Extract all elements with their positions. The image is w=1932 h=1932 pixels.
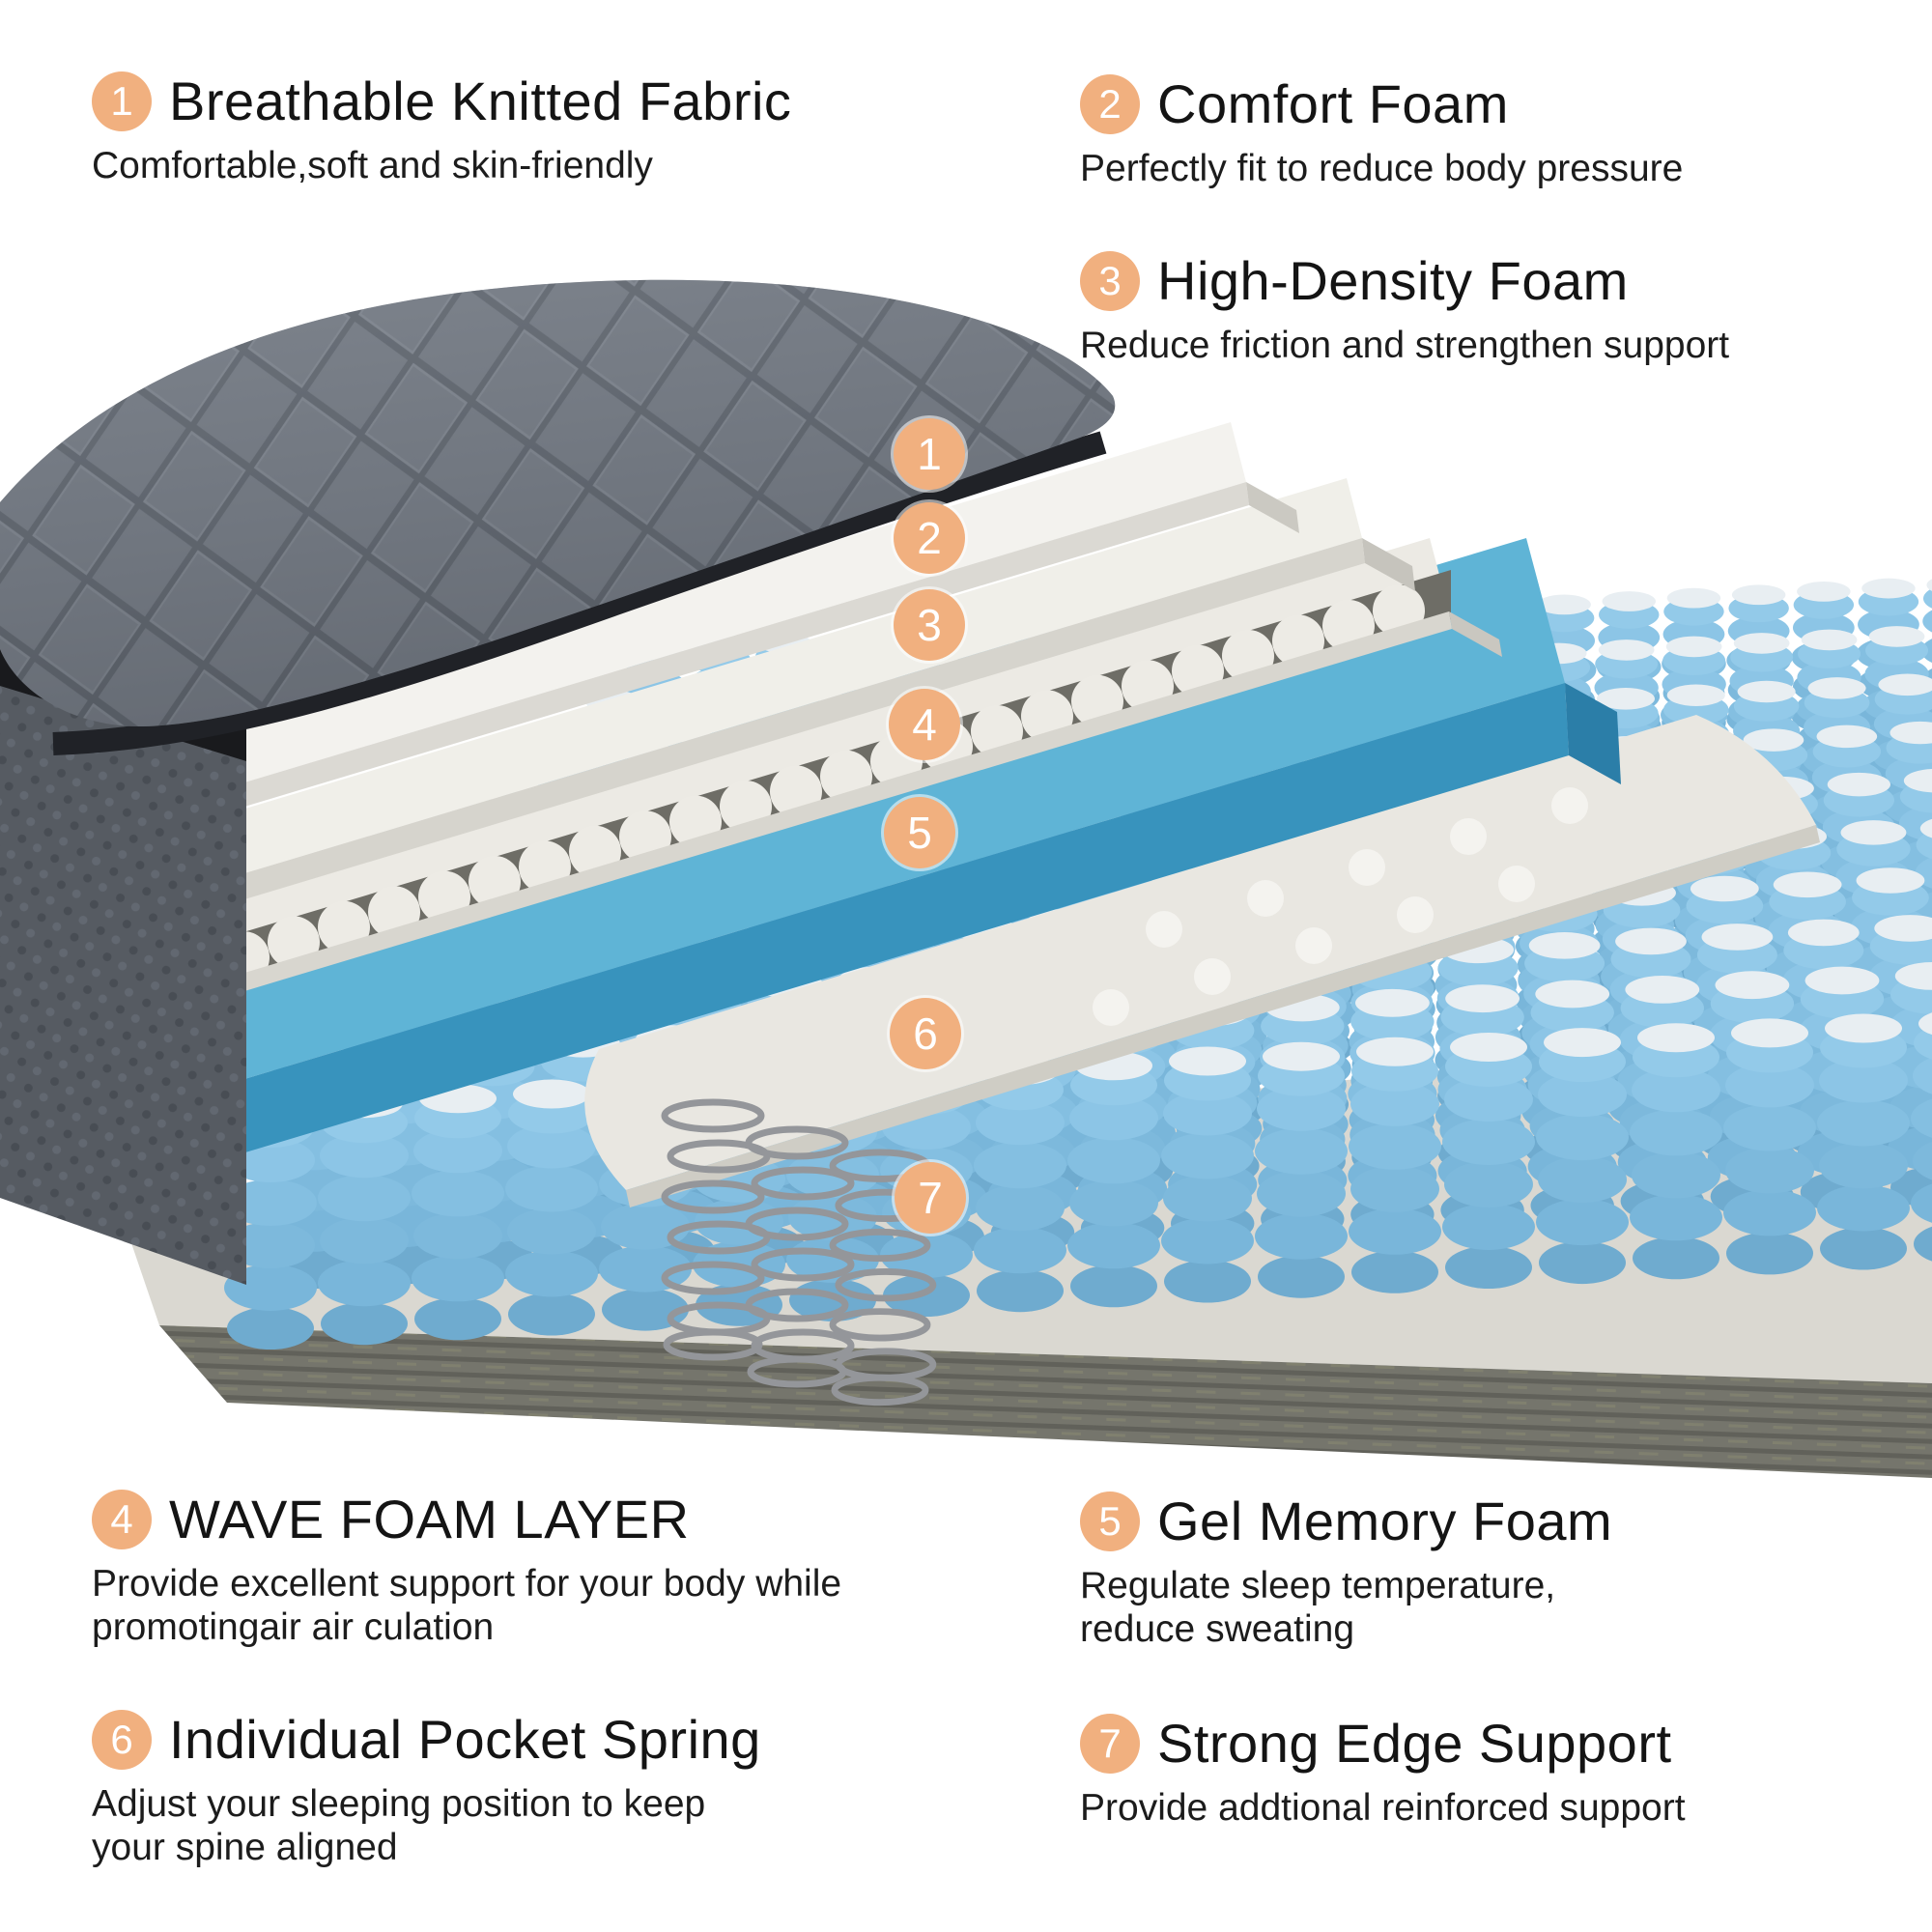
layer-marker-5: 5 <box>884 797 955 868</box>
callout-high-density-foam: 3 High-Density Foam Reduce friction and … <box>1080 249 1729 367</box>
layer-marker-6: 6 <box>890 998 961 1069</box>
callout-3-title: High-Density Foam <box>1157 250 1629 311</box>
callout-5-title: Gel Memory Foam <box>1157 1491 1613 1551</box>
callout-6-number-badge: 6 <box>92 1709 152 1770</box>
callout-5-description: Regulate sleep temperature, reduce sweat… <box>1080 1565 1556 1651</box>
callout-6-description: Adjust your sleeping position to keep yo… <box>92 1783 706 1869</box>
callout-wave-foam-layer: 4 WAVE FOAM LAYER Provide excellent supp… <box>92 1488 923 1649</box>
callout-1-number-badge: 1 <box>92 71 152 131</box>
callout-7-description: Provide addtional reinforced support <box>1080 1787 1686 1829</box>
callout-individual-pocket-spring: 6 Individual Pocket Spring Adjust your s… <box>92 1708 761 1869</box>
callout-2-number-badge: 2 <box>1080 73 1140 134</box>
callout-gel-memory-foam: 5 Gel Memory Foam Regulate sleep tempera… <box>1080 1490 1640 1651</box>
layer-marker-2: 2 <box>894 502 965 574</box>
layer-marker-1: 1 <box>894 418 965 490</box>
callout-2-description: Perfectly fit to reduce body pressure <box>1080 148 1684 189</box>
callout-1-description: Comfortable,soft and skin-friendly <box>92 145 653 186</box>
layer-marker-3: 3 <box>894 589 965 661</box>
callout-breathable-knitted-fabric: 1 Breathable Knitted Fabric Comfortable,… <box>92 70 791 187</box>
layer-marker-4: 4 <box>889 689 960 760</box>
pocket-spring-cover-sheet <box>584 715 1820 1208</box>
layer-marker-7: 7 <box>895 1162 966 1234</box>
callout-3-number-badge: 3 <box>1080 250 1140 311</box>
callout-comfort-foam: 2 Comfort Foam Perfectly fit to reduce b… <box>1080 72 1683 190</box>
callout-4-title: WAVE FOAM LAYER <box>169 1489 690 1549</box>
comfort-foam-layer <box>158 422 1299 827</box>
knitted-fabric-cover <box>0 279 1116 755</box>
callout-7-number-badge: 7 <box>1080 1713 1140 1774</box>
callout-3-description: Reduce friction and strengthen support <box>1080 325 1730 366</box>
callout-strong-edge-support: 7 Strong Edge Support Provide addtional … <box>1080 1712 1891 1830</box>
callout-4-number-badge: 4 <box>92 1489 152 1549</box>
callout-5-number-badge: 5 <box>1080 1491 1140 1551</box>
callout-4-description: Provide excellent support for your body … <box>92 1563 842 1649</box>
callout-2-title: Comfort Foam <box>1157 73 1509 134</box>
callout-6-title: Individual Pocket Spring <box>169 1709 761 1770</box>
callout-1-title: Breathable Knitted Fabric <box>169 71 792 131</box>
high-density-foam-layer <box>187 478 1415 911</box>
wave-foam-layer <box>213 538 1502 994</box>
callout-7-title: Strong Edge Support <box>1157 1713 1672 1774</box>
